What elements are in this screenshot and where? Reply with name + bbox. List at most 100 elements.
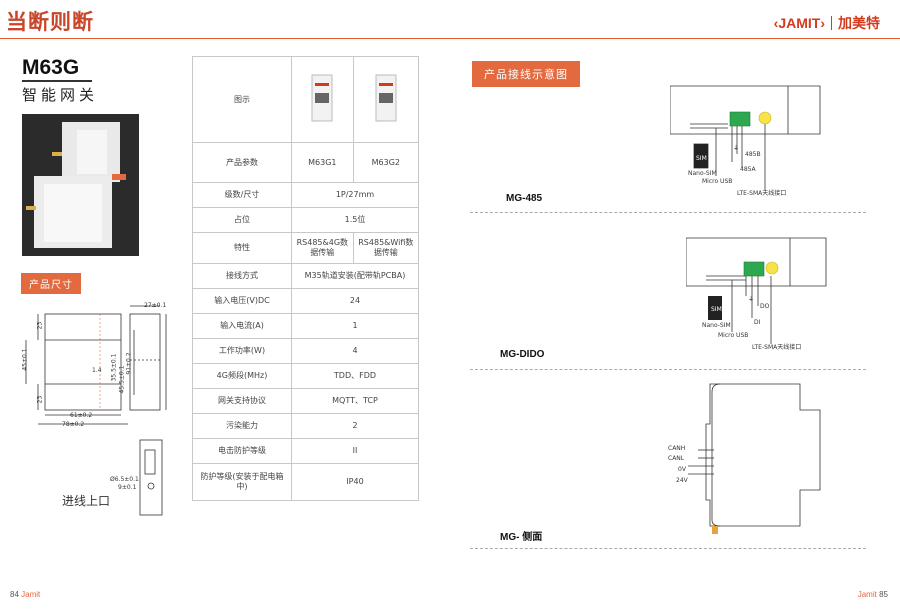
mg485-nano-sim-label: Nano-SIM: [688, 170, 717, 177]
dimension-drawing: [25, 305, 167, 516]
mg-side-title: MG- 侧面: [500, 532, 543, 543]
footer-brand-left: Jamit: [21, 590, 41, 599]
dim-23-top: 23: [36, 321, 44, 330]
row-value: 2: [291, 413, 419, 439]
row-value: IP40: [291, 463, 419, 501]
mgdido-antenna-label: LTE-SMA天线接口: [752, 344, 802, 351]
row-value: MQTT、TCP: [291, 388, 419, 414]
tag-product-size: 产品尺寸: [21, 273, 81, 294]
dim-35-5: 35.5±0.1: [110, 353, 118, 382]
entry-label: 进线上口: [62, 494, 111, 508]
mgdido-title: MG-DIDO: [500, 349, 545, 360]
mgdido-do-label: DO: [760, 303, 770, 310]
table-row: 占位 1.5位: [192, 207, 419, 233]
product-image-g1: [291, 56, 354, 143]
table-row: 工作功率(W) 4: [192, 338, 419, 364]
dim-78: 78±0.2: [62, 421, 85, 428]
dim-9: 9±0.1: [118, 484, 137, 491]
row-value: M63G1: [291, 142, 354, 183]
side-canl-label: CANL: [668, 455, 685, 462]
footer-brand-right: Jamit: [857, 590, 877, 599]
mgdido-di-label: DI: [754, 319, 761, 326]
row-label: 网关支持协议: [192, 388, 292, 414]
dim-6-5: Ø6.5±0.1: [110, 476, 139, 483]
mg485-title: MG-485: [506, 193, 543, 204]
side-24v-label: 24V: [676, 477, 688, 484]
brand-logo: ‹JAMIT› 加美特: [774, 13, 880, 33]
dim-1-4: 1.4: [92, 367, 102, 374]
model-underline: [22, 80, 92, 82]
row-label: 工作功率(W): [192, 338, 292, 364]
mg-side-diagram: [688, 383, 821, 534]
slogan: 当断则断: [6, 9, 94, 34]
mg485-485a-label: 485A: [740, 166, 756, 173]
table-row: 图示: [192, 56, 420, 143]
dim-23-bottom: 23: [36, 395, 44, 404]
header-rule: [0, 38, 900, 39]
row-value: 4: [291, 338, 419, 364]
row-label: 图示: [192, 56, 292, 143]
dim-61: 61±0.2: [70, 412, 93, 419]
divider: [470, 548, 866, 549]
row-value: M35轨道安装(配带轨PCBA): [291, 263, 419, 289]
footer-left: 84 Jamit: [10, 590, 40, 599]
table-row: 污染能力 2: [192, 413, 419, 439]
brand-cn-name: 加美特: [838, 15, 880, 31]
model-title: M63G: [22, 56, 80, 79]
mgdido-diagram: [686, 237, 827, 344]
row-value: RS485&Wifi数据传输: [352, 232, 420, 264]
row-label: 4G频段(MHz): [192, 363, 292, 389]
row-label: 污染能力: [192, 413, 292, 439]
row-label: 占位: [192, 207, 292, 233]
tag-wiring-diagram: 产品接线示意图: [472, 61, 580, 87]
mg485-antenna-label: LTE-SMA天线接口: [737, 190, 787, 197]
brand-logo-mark: ‹JAMIT›: [773, 15, 825, 31]
footer-right: Jamit 85: [858, 590, 888, 599]
row-value: RS485&4G数据传输: [291, 232, 354, 264]
row-value: 1P/27mm: [291, 182, 419, 208]
table-row: 级数/尺寸 1P/27mm: [192, 182, 419, 208]
page-number-left: 84: [10, 590, 19, 599]
mgdido-gnd-label: ⏚: [748, 296, 755, 303]
row-value: M63G2: [352, 142, 420, 183]
page-number-right: 85: [879, 590, 888, 599]
row-value: 24: [291, 288, 419, 314]
mg485-sim-label: SIM: [696, 155, 707, 162]
dim-45: 45±0.1: [21, 348, 29, 371]
table-row: 接线方式 M35轨道安装(配带轨PCBA): [192, 263, 419, 289]
mgdido-nano-sim-label: Nano-SIM: [702, 322, 731, 329]
product-image-g2: [352, 56, 420, 143]
mg485-usb-label: Micro USB: [702, 178, 733, 185]
dim-91: 91±0.2: [125, 352, 133, 375]
row-value: TDD、FDD: [291, 363, 419, 389]
row-label: 产品参数: [192, 142, 292, 183]
product-name: 智能网关: [22, 86, 99, 104]
row-label: 特性: [192, 232, 292, 264]
table-row: 输入电流(A) 1: [192, 313, 419, 339]
table-row: 4G频段(MHz) TDD、FDD: [192, 363, 419, 389]
table-row: 输入电压(V)DC 24: [192, 288, 419, 314]
row-value: 1: [291, 313, 419, 339]
mg485-diagram: [670, 85, 821, 190]
row-label: 输入电流(A): [192, 313, 292, 339]
side-0v-label: 0V: [678, 466, 686, 473]
row-label: 接线方式: [192, 263, 292, 289]
table-row: 产品参数 M63G1 M63G2: [192, 142, 420, 183]
table-row: 防护等级(安装于配电箱中) IP40: [192, 463, 419, 501]
table-row: 电击防护等级 II: [192, 438, 419, 464]
table-row: 网关支持协议 MQTT、TCP: [192, 388, 419, 414]
mgdido-sim-label: SIM: [711, 306, 722, 313]
product-photo: [22, 114, 139, 256]
mg485-485b-label: 485B: [745, 151, 761, 158]
mgdido-usb-label: Micro USB: [718, 332, 749, 339]
mg485-gnd-label: ⏚: [733, 145, 740, 152]
dim-45-5: 45.5±0.1: [118, 365, 126, 394]
dim-27: 27±0.1: [144, 302, 167, 309]
divider: [470, 369, 866, 370]
row-label: 输入电压(V)DC: [192, 288, 292, 314]
table-row: 特性 RS485&4G数据传输 RS485&Wifi数据传输: [192, 232, 420, 264]
spec-table: 图示 产品参数 M63G1 M63G2 级数/尺寸 1P/27mm 占位 1.5…: [192, 56, 420, 501]
side-canh-label: CANH: [668, 445, 686, 452]
row-value: 1.5位: [291, 207, 419, 233]
row-label: 防护等级(安装于配电箱中): [192, 463, 292, 501]
